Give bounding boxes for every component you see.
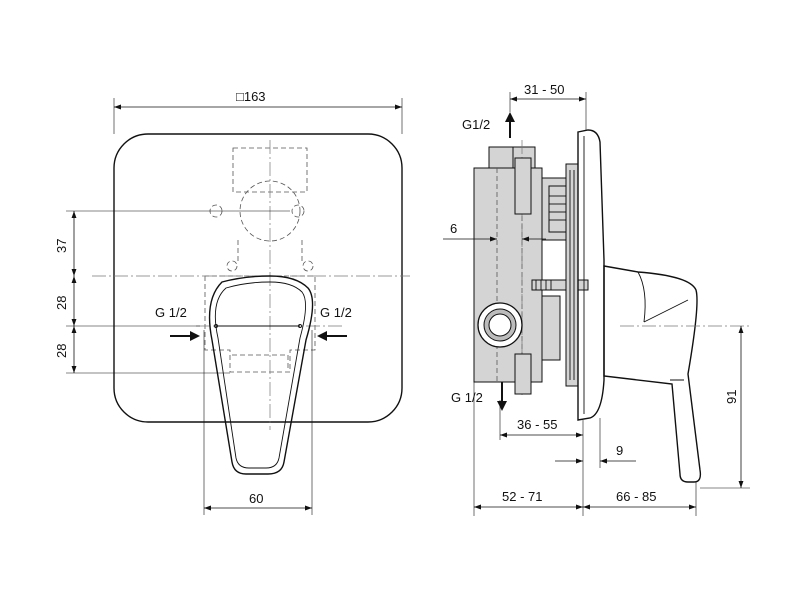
- front-view: G 1/2 G 1/2 □163 37 28 28 60: [54, 89, 410, 515]
- concealed-body-hidden: [204, 147, 316, 373]
- concealed-body-side: [473, 167, 543, 383]
- lever-handle-front: [208, 275, 314, 475]
- inlet-arrow-right: [317, 331, 347, 341]
- dim-6-label: 6: [450, 221, 457, 236]
- inlet-left-label: G 1/2: [155, 305, 187, 320]
- outlet-bottom-label: G 1/2: [451, 390, 483, 405]
- outlet-top-label: G1/2: [462, 117, 490, 132]
- dim-28-upper-label: 28: [54, 296, 69, 310]
- cover-plate: [113, 133, 403, 423]
- cover-plate-profile: [577, 129, 605, 421]
- side-view: G1/2 G 1/2 31 - 50 6 36 - 55 9 52 - 71 6…: [443, 82, 750, 516]
- dim-60-label: 60: [249, 491, 263, 506]
- inlet-arrow-left: [170, 331, 200, 341]
- dim-9-label: 9: [616, 443, 623, 458]
- dim-37-label: 37: [54, 239, 69, 253]
- inlet-right-label: G 1/2: [320, 305, 352, 320]
- lever-handle-side: [603, 265, 702, 483]
- width-dimension-label: □163: [236, 89, 266, 104]
- dim-36-55-label: 36 - 55: [517, 417, 557, 432]
- outlet-arrow-bottom: [497, 382, 507, 411]
- outlet-arrow-top: [505, 112, 515, 138]
- dim-66-85-label: 66 - 85: [616, 489, 656, 504]
- dim-28-lower-label: 28: [54, 344, 69, 358]
- dim-31-50-label: 31 - 50: [524, 82, 564, 97]
- dim-52-71-label: 52 - 71: [502, 489, 542, 504]
- dim-91-label: 91: [724, 390, 739, 404]
